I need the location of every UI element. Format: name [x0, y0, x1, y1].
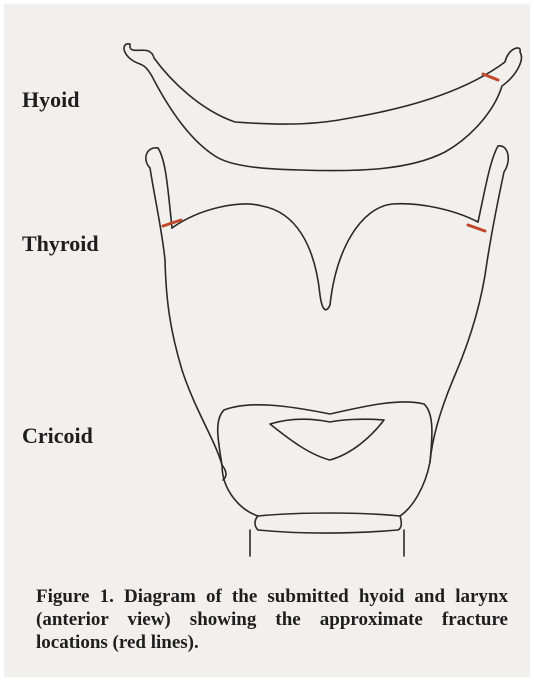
- fracture-marks: [163, 74, 498, 231]
- hyoid-label: Hyoid: [22, 89, 79, 111]
- cricoid-cartilage: [218, 402, 432, 556]
- cricoid-label: Cricoid: [22, 425, 93, 447]
- thyroid-cartilage: [146, 146, 508, 480]
- thyroid-label: Thyroid: [22, 233, 99, 255]
- hyoid-bone: [124, 44, 521, 171]
- figure-caption: Figure 1. Diagram of the submitted hyoid…: [36, 585, 508, 654]
- fracture-mark-hyoid-right: [483, 74, 498, 80]
- fracture-mark-thyroid-right: [468, 225, 485, 231]
